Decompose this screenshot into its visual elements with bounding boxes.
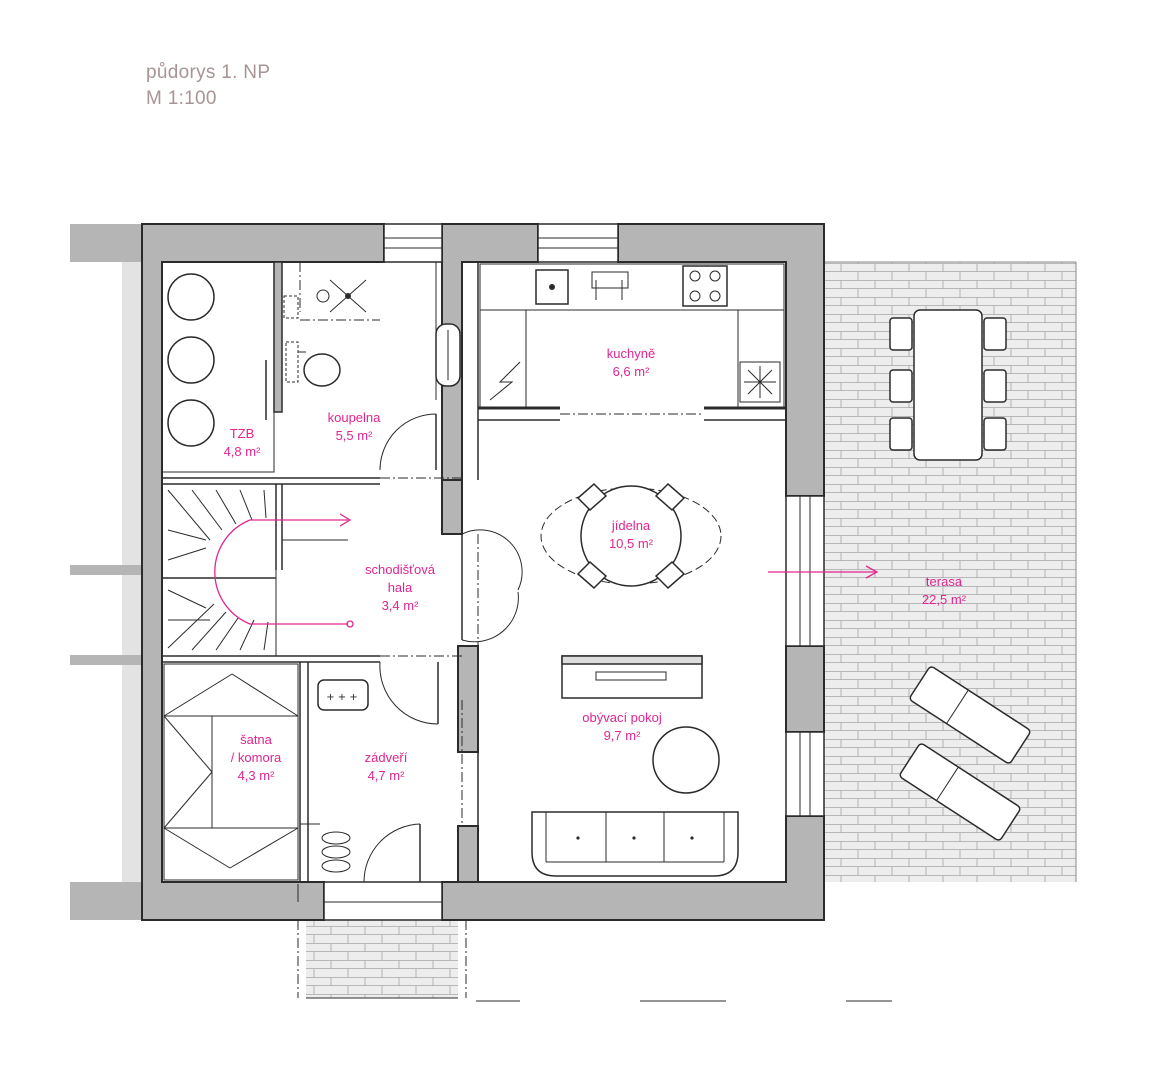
room-area-obyvaci: 9,7 m² <box>604 728 642 743</box>
plan-scale: M 1:100 <box>146 88 217 109</box>
room-name-tzb: TZB <box>230 426 255 441</box>
room-name-zadveri: zádveří <box>365 750 408 765</box>
neighbour-wall <box>70 224 142 920</box>
room-name-koupelna: koupelna <box>328 410 382 425</box>
staircase <box>161 483 354 657</box>
room-area-terasa: 22,5 m² <box>922 592 967 607</box>
plan-title: půdorys 1. NP <box>146 62 271 83</box>
room-name-schodistova-1: schodišťová <box>365 562 436 577</box>
room-name-jidelna: jídelna <box>611 518 651 533</box>
room-area-koupelna: 5,5 m² <box>336 428 374 443</box>
living-furniture <box>531 565 879 877</box>
room-name-kuchyne: kuchyně <box>607 346 655 361</box>
room-area-schodistova: 3,4 m² <box>382 598 420 613</box>
room-labels: TZB 4,8 m² koupelna 5,5 m² kuchyně 6,6 m… <box>224 346 967 783</box>
room-name-obyvaci: obývací pokoj <box>582 710 662 725</box>
kitchen-units <box>479 263 785 409</box>
room-name-schodistova-2: hala <box>388 580 413 595</box>
windows <box>323 223 825 921</box>
doors <box>297 529 523 902</box>
wardrobe <box>163 663 299 881</box>
room-area-kuchyne: 6,6 m² <box>613 364 651 379</box>
room-area-tzb: 4,8 m² <box>224 444 262 459</box>
room-name-satna-2: / komora <box>231 750 282 765</box>
bathroom-fixtures <box>283 262 461 471</box>
tzb-equipment <box>161 261 275 473</box>
room-name-terasa: terasa <box>926 574 963 589</box>
svg-text:+ + +: + + + <box>326 692 358 703</box>
dining-set <box>540 482 722 590</box>
entrance-paving <box>297 920 467 999</box>
room-area-jidelna: 10,5 m² <box>609 536 654 551</box>
room-name-satna-1: šatna <box>240 732 273 747</box>
terrace-furniture <box>889 309 1031 841</box>
room-area-satna: 4,3 m² <box>238 768 276 783</box>
room-area-zadveri: 4,7 m² <box>368 768 406 783</box>
plan-title-block: půdorys 1. NP M 1:100 <box>146 60 270 112</box>
vestibule-fixtures: + + + <box>300 679 463 873</box>
